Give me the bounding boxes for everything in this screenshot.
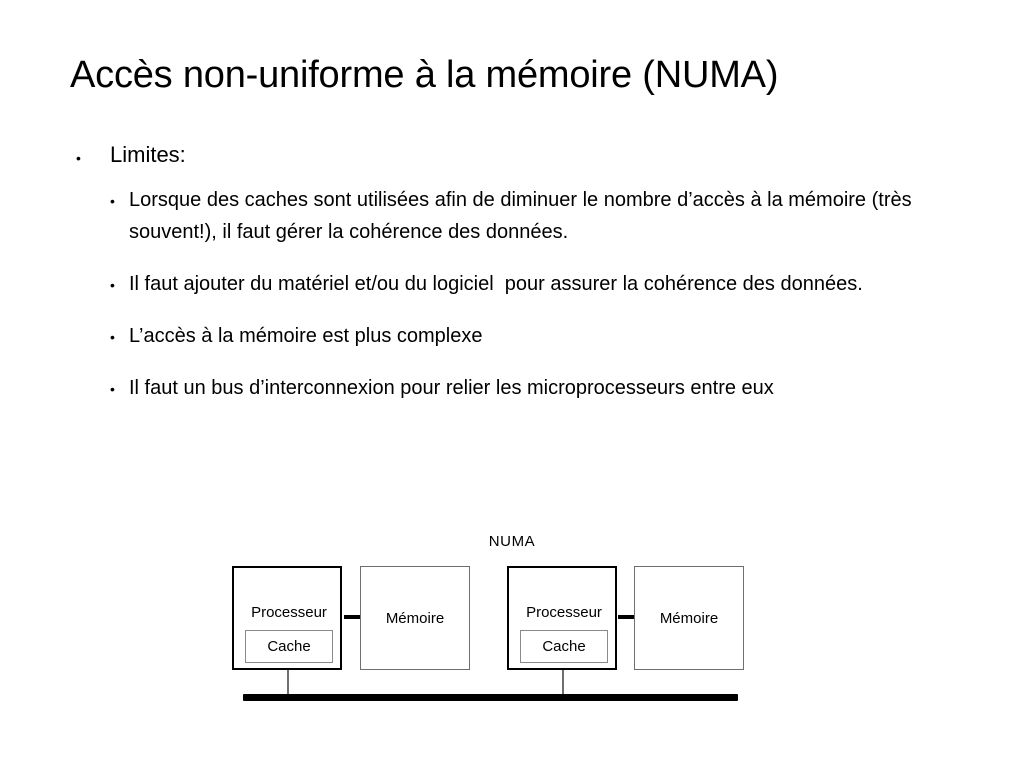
bullet-marker-icon: • <box>110 193 115 209</box>
memory-label: Mémoire <box>659 610 719 627</box>
processor-label: Processeur <box>526 604 602 621</box>
list-item: • L’accès à la mémoire est plus complexe <box>0 320 1024 352</box>
processor-memory-link-1 <box>344 615 361 619</box>
list-item-text: Lorsque des caches sont utilisées afin d… <box>129 189 918 243</box>
list-item: • Il faut ajouter du matériel et/ou du l… <box>0 268 1024 300</box>
processor-box-1: Processeur Cache <box>232 566 342 670</box>
list-item: • Lorsque des caches sont utilisées afin… <box>0 184 1024 248</box>
list-item-text: L’accès à la mémoire est plus complexe <box>129 325 483 347</box>
bullet-marker-icon: • <box>110 329 115 345</box>
diagram-title: NUMA <box>488 533 536 550</box>
bus-drop-line-2 <box>562 670 564 697</box>
cache-label: Cache <box>267 638 311 655</box>
list-item-text: Il faut un bus d’interconnexion pour rel… <box>129 377 774 399</box>
cache-box-2: Cache <box>520 630 608 663</box>
processor-memory-link-2 <box>618 615 635 619</box>
memory-box-2: Mémoire <box>634 566 744 670</box>
bullet-marker-icon: • <box>76 150 81 166</box>
interconnection-bus <box>243 694 738 701</box>
list-item: • Il faut un bus d’interconnexion pour r… <box>0 372 1024 404</box>
bullet-marker-icon: • <box>110 277 115 293</box>
page-title: Accès non-uniforme à la mémoire (NUMA) <box>70 54 779 97</box>
bus-drop-line-1 <box>287 670 289 697</box>
bullet-marker-icon: • <box>110 381 115 397</box>
cache-box-1: Cache <box>245 630 333 663</box>
list-item-text: Limites: <box>110 142 186 167</box>
list-item-text: Il faut ajouter du matériel et/ou du log… <box>129 273 863 295</box>
memory-label: Mémoire <box>385 610 445 627</box>
bullet-list: • Limites: • Lorsque des caches sont uti… <box>0 140 1024 424</box>
cache-label: Cache <box>542 638 586 655</box>
processor-box-2: Processeur Cache <box>507 566 617 670</box>
numa-diagram: NUMA Processeur Cache Mémoire Processeur… <box>0 525 1024 725</box>
list-item: • Limites: <box>0 140 1024 170</box>
processor-label: Processeur <box>251 604 327 621</box>
memory-box-1: Mémoire <box>360 566 470 670</box>
